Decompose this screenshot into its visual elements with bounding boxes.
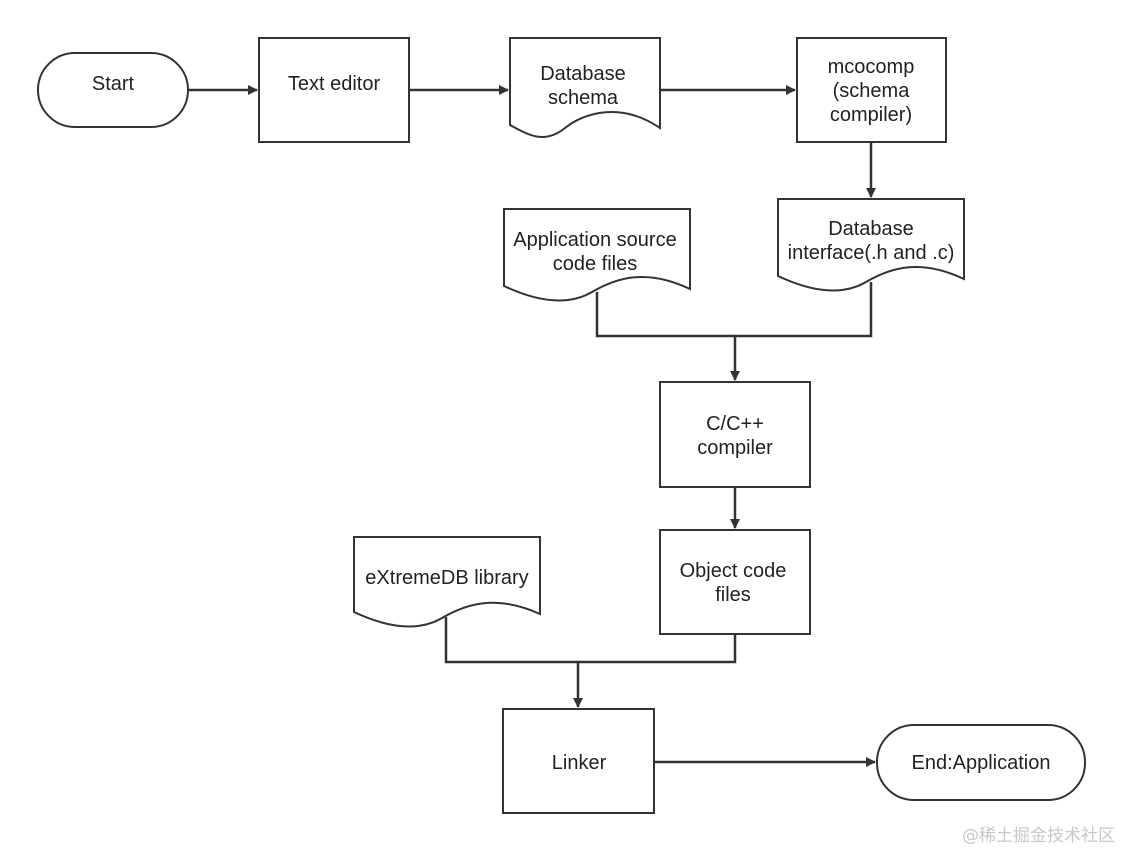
edge-extremedb-to-linker	[444, 617, 578, 664]
watermark: @稀土掘金技术社区	[962, 826, 1115, 846]
node-end-application: End:Application	[876, 724, 1086, 801]
node-linker-label: Linker	[552, 752, 607, 774]
node-cpp-compiler: C/C++compiler	[659, 381, 811, 488]
node-start-label: Start	[92, 73, 135, 95]
node-cpp-compiler-label: C/C++compiler	[697, 413, 773, 459]
node-linker: Linker	[502, 708, 655, 814]
node-text-editor: Text editor	[258, 37, 410, 143]
edge-database-interface-to-cpp-compiler	[730, 282, 873, 381]
node-extremedb-library-label: eXtremeDB library	[365, 567, 528, 589]
node-text-editor-label: Text editor	[288, 73, 381, 95]
edge-app-source-to-cpp-compiler	[595, 292, 735, 338]
node-end-application-label: End:Application	[912, 752, 1051, 774]
edges	[188, 85, 876, 767]
node-start: Start	[37, 52, 189, 128]
edge-object-code-to-linker	[573, 635, 737, 708]
node-extremedb-library: eXtremeDB library	[353, 536, 541, 628]
